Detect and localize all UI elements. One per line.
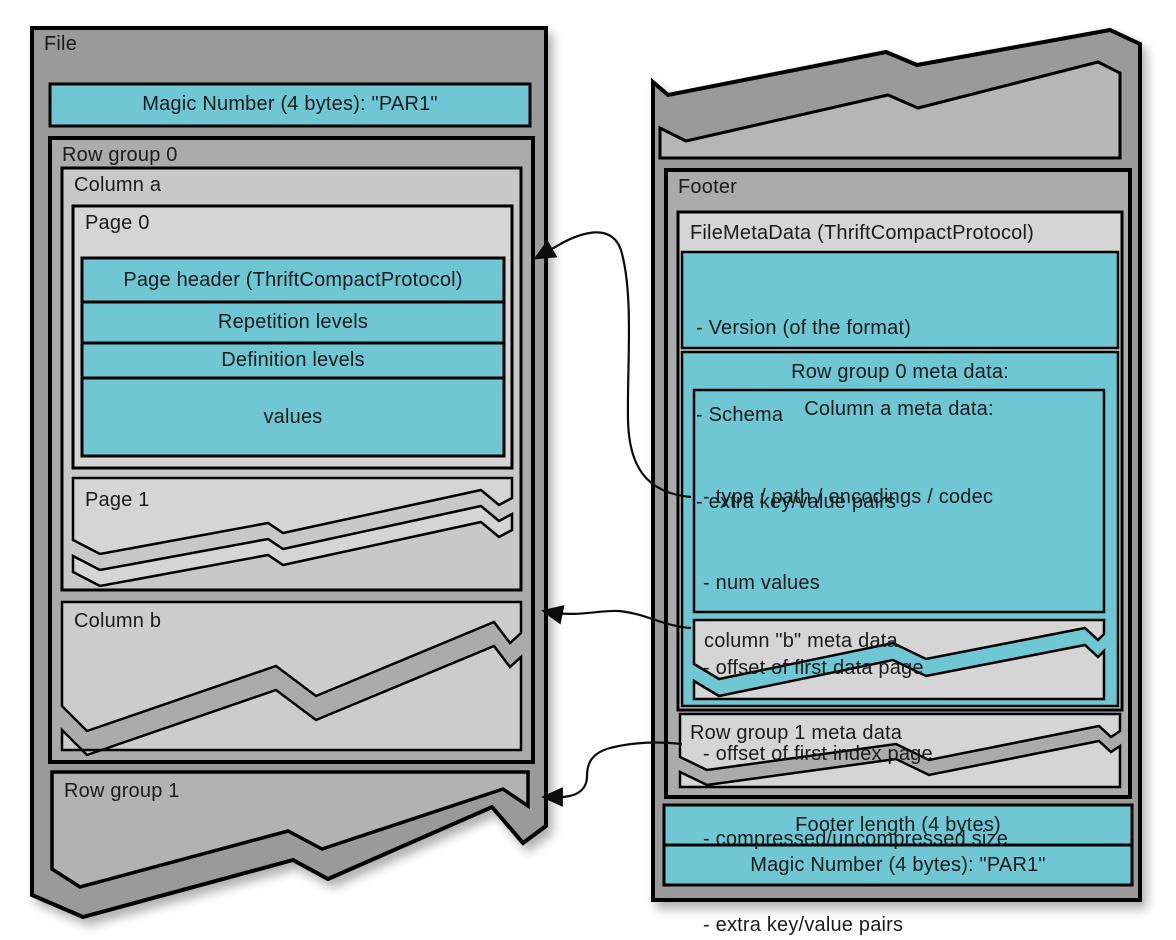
row-group-1-box-torn bbox=[50, 770, 530, 889]
column-a-meta-field: - offset of first data page bbox=[703, 657, 924, 679]
column-b-meta-box-torn bbox=[692, 618, 1106, 681]
file-body-torn-strip bbox=[658, 60, 1122, 160]
column-a-label: Column a bbox=[74, 174, 162, 196]
row-group-0-meta-title: Row group 0 meta data: bbox=[791, 361, 1009, 383]
values-row-label: values bbox=[263, 406, 323, 428]
page-0-content-stack bbox=[80, 256, 506, 458]
column-a-meta-box bbox=[692, 388, 1106, 614]
arrow-column-b-meta-to-column-b bbox=[540, 605, 692, 630]
column-a-meta-field: - compressed/uncompressed size bbox=[703, 828, 1009, 850]
column-b-meta-label: column "b" meta data bbox=[704, 630, 898, 652]
column-b-label: Column b bbox=[74, 610, 162, 632]
column-a-meta-title: Column a meta data: bbox=[804, 398, 994, 420]
magic-number-bottom-label: Magic Number (4 bytes): "PAR1" bbox=[750, 854, 1046, 876]
filemetadata-fields: - Version (of the format) - Schema - ext… bbox=[696, 256, 911, 575]
page-header-row-label: Page header (ThriftCompactProtocol) bbox=[123, 269, 463, 291]
page-1-label: Page 1 bbox=[85, 489, 150, 511]
row-group-1-meta-label: Row group 1 meta data bbox=[690, 722, 903, 744]
column-a-meta-field: - offset of first index page bbox=[703, 742, 933, 765]
row-group-0-label: Row group 0 bbox=[62, 144, 178, 166]
filemetadata-title: FileMetaData (ThriftCompactProtocol) bbox=[690, 222, 1034, 244]
file-page-group bbox=[30, 26, 548, 920]
row-group-1-meta-torn-strip bbox=[678, 739, 1122, 789]
column-b-box-torn bbox=[60, 600, 523, 733]
column-b-meta-torn-strip bbox=[692, 643, 1106, 701]
column-b-torn-strip bbox=[60, 644, 523, 757]
page-0-label: Page 0 bbox=[85, 212, 150, 234]
repetition-levels-row-label: Repetition levels bbox=[217, 311, 369, 333]
row-group-1-label: Row group 1 bbox=[64, 780, 180, 802]
arrow-column-a-meta-to-page0 bbox=[533, 231, 692, 499]
page-1-box-torn bbox=[71, 476, 514, 556]
column-a-meta-field: - num values bbox=[703, 571, 820, 594]
magic-number-top-bar bbox=[48, 82, 532, 128]
filemetadata-field-version: - Version (of the format) bbox=[696, 317, 912, 339]
column-a-meta-fields: - type / path / encodings / codec - num … bbox=[703, 426, 1008, 940]
footer-page-group bbox=[651, 27, 1142, 902]
page-1-torn-strip bbox=[71, 504, 514, 588]
footer-label: Footer bbox=[678, 176, 738, 198]
filemetadata-field-extra: - extra key/value pairs bbox=[696, 491, 897, 513]
footer-length-label: Footer length (4 bytes) bbox=[795, 814, 1001, 836]
connector-arrows bbox=[533, 231, 692, 807]
magic-number-top-label: Magic Number (4 bytes): "PAR1" bbox=[142, 93, 438, 115]
definition-levels-row-label: Definition levels bbox=[221, 349, 365, 371]
filemetadata-fields-box bbox=[680, 250, 1120, 350]
column-a-meta-field: - type / path / encodings / codec bbox=[703, 486, 994, 508]
row-group-1-meta-box-torn bbox=[678, 712, 1122, 772]
filemetadata-field-schema: - Schema bbox=[696, 404, 784, 426]
file-label: File bbox=[44, 33, 78, 55]
arrow-row-group-1-meta-to-row-group-1 bbox=[540, 741, 683, 807]
column-a-meta-field: - extra key/value pairs bbox=[703, 913, 904, 936]
